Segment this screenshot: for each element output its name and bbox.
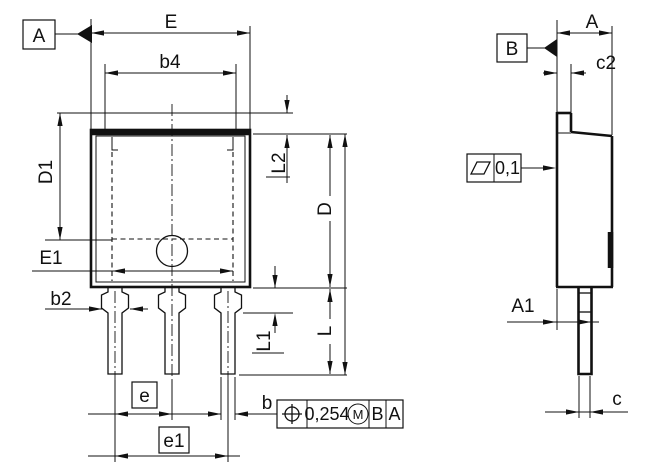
position-tolerance-frame: 0,254 M B A (276, 399, 404, 429)
dimension-L1: L1 (252, 266, 284, 354)
datum-a-label: A (33, 26, 46, 47)
datum-triangle-icon (544, 39, 557, 57)
datum-b-flag: B (496, 33, 557, 63)
dimension-b4: b4 (104, 52, 237, 113)
dimension-overall (342, 134, 348, 375)
dim-label-b4: b4 (159, 52, 181, 73)
dim-label-L: L (315, 326, 336, 337)
dimension-L2: L2 (266, 95, 290, 183)
dimension-b: b (198, 393, 277, 417)
body-top-slant (570, 130, 613, 138)
front-view: E b4 D1 E1 (22, 12, 348, 462)
dimension-b2: b2 (45, 289, 148, 312)
dimension-E1: E1 (32, 248, 233, 274)
dimension-c2: c2 (543, 53, 616, 76)
dim-label-e1: e1 (163, 431, 184, 452)
mmc-modifier-letter: M (353, 407, 364, 422)
dim-label-D1: D1 (36, 160, 57, 184)
dim-label-A: A (586, 12, 599, 33)
dimension-e1: e1 (88, 426, 240, 459)
datum-triangle-icon (77, 25, 92, 43)
basic-dim-box-e1 (158, 426, 190, 454)
package-body (89, 128, 252, 289)
mmc-modifier-icon: M (347, 403, 369, 425)
dim-label-E: E (165, 12, 178, 33)
datum-b-label: B (506, 39, 519, 60)
lead-side (577, 287, 593, 376)
flatness-value: 0,1 (495, 158, 520, 178)
dimension-A: A (557, 12, 612, 36)
dimension-D: D (315, 135, 336, 287)
dim-label-b: b (262, 393, 273, 414)
dim-label-E1: E1 (39, 248, 62, 269)
flatness-icon (469, 161, 492, 175)
dimension-E: E (90, 12, 251, 129)
dimension-L: L (315, 289, 336, 374)
dim-label-e: e (139, 386, 150, 407)
dimension-A1: A1 (507, 289, 599, 330)
dim-label-L1: L1 (254, 330, 275, 351)
side-view: A c2 B (466, 12, 628, 418)
position-datum-ref-a: A (388, 404, 400, 424)
dim-label-c2: c2 (596, 53, 616, 74)
dim-label-A1: A1 (511, 296, 534, 317)
basic-dim-box-e (131, 381, 158, 409)
position-tolerance-value: 0,254 (304, 404, 349, 424)
dim-label-c: c (612, 389, 622, 410)
position-icon (282, 404, 302, 424)
dimension-D1: D1 (36, 113, 112, 241)
position-datum-ref-b: B (371, 404, 383, 424)
dimension-c: c (545, 376, 628, 418)
datum-a-flag: A (22, 19, 92, 50)
body-inner-line (95, 135, 246, 283)
dim-label-b2: b2 (50, 289, 71, 310)
dim-label-D: D (315, 202, 336, 216)
flatness-tolerance-frame: 0,1 (466, 153, 556, 183)
dimension-e: e (88, 381, 198, 417)
dim-label-L2: L2 (269, 152, 290, 173)
lead-2 (157, 288, 187, 375)
